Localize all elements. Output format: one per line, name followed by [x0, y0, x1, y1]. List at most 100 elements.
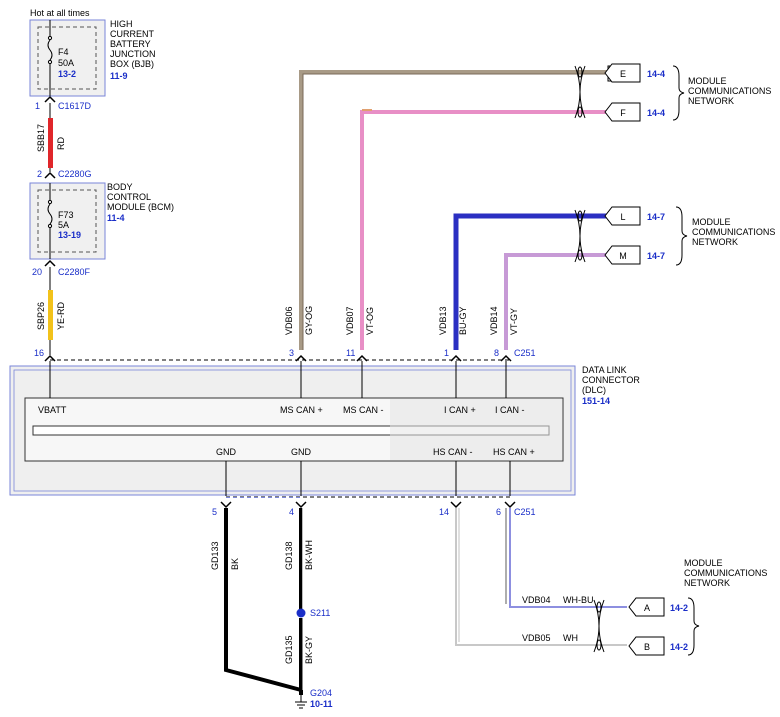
wire-sbb17-circuit: SBB17 [36, 124, 46, 152]
network-label-3-line-3: NETWORK [684, 578, 730, 588]
fuse-f73-name: F73 [58, 210, 74, 220]
dlc-name-line-2: CONNECTOR [582, 375, 640, 385]
flag-l-ref[interactable]: 14-7 [647, 212, 665, 222]
dlc-top-pin-11: 11 [346, 348, 355, 358]
c2280g-pin: 2 [37, 169, 42, 179]
dlc-bottom-pin-5: 5 [212, 507, 217, 517]
c2280g-connector-icon [44, 171, 56, 179]
flag-e-letter: E [620, 69, 626, 79]
wire-sbp26-color: YE-RD [56, 301, 66, 330]
flag-b-ref[interactable]: 14-2 [670, 642, 688, 652]
fuse-f4-rating: 50A [58, 58, 74, 68]
network-label-3-line-1: MODULE [684, 558, 723, 568]
network-bracket [672, 65, 685, 121]
c2280f-name: C2280F [58, 267, 91, 277]
wire-vdb04-color: WH-BU [563, 595, 594, 605]
bcm-name-line-2: CONTROL [107, 192, 151, 202]
fuse-f4-ref[interactable]: 13-2 [58, 69, 76, 79]
flag-e-ref[interactable]: 14-4 [647, 69, 665, 79]
splice-s211-name: S211 [310, 608, 330, 618]
flag-f[interactable]: F [604, 102, 641, 122]
dlc-label-i-can-minus: I CAN - [495, 405, 525, 415]
fuse-f73-rating: 5A [58, 220, 69, 230]
bjb-ref[interactable]: 11-9 [110, 71, 128, 81]
splice-s211-icon [296, 608, 306, 618]
bjb-name-line-2: CURRENT [110, 29, 155, 39]
flag-l-letter: L [620, 212, 625, 222]
network-label-2-line-1: MODULE [692, 217, 731, 227]
dlc-top-pin-3: 3 [289, 348, 294, 358]
wire-vdb07-circuit: VDB07 [345, 306, 355, 335]
flag-b-letter: B [644, 642, 650, 652]
wire-vdb04-circuit: VDB04 [522, 595, 551, 605]
wire-gd135-circuit: GD135 [284, 635, 294, 664]
twisted-pair-icon [574, 209, 586, 263]
flag-m[interactable]: M [604, 245, 641, 265]
dlc-bottom-pin-4: 4 [289, 507, 294, 517]
c1617d-name: C1617D [58, 101, 92, 111]
dlc-bottom-pin-6: 6 [496, 507, 501, 517]
dlc-top-pin-8: 8 [494, 348, 499, 358]
bcm-box [29, 182, 106, 260]
dlc-top-pin-connectors [44, 340, 512, 362]
wire-gd133-circuit: GD133 [210, 541, 220, 570]
wire-vdb13-color: BU-GY [458, 306, 468, 335]
ground-g204-name: G204 [310, 688, 332, 698]
c1617d-pin: 1 [35, 101, 40, 111]
wire-vdb07-color: VT-OG [365, 307, 375, 335]
flag-b[interactable]: B [628, 636, 665, 656]
network-label-1-line-2: COMMUNICATIONS [688, 86, 771, 96]
wire-vdb13-circuit: VDB13 [438, 306, 448, 335]
ground-g204-ref[interactable]: 10-11 [310, 699, 333, 709]
wire-vdb06-color: GY-OG [304, 306, 314, 335]
flag-a-letter: A [644, 603, 650, 613]
bcm-name-line-1: BODY [107, 182, 133, 192]
dlc-ref[interactable]: 151-14 [582, 396, 610, 406]
ground-icon [295, 695, 307, 709]
fuse-f73-ref[interactable]: 13-19 [58, 230, 81, 240]
flag-a-ref[interactable]: 14-2 [670, 603, 688, 613]
flag-f-ref[interactable]: 14-4 [647, 108, 665, 118]
wire-vdb13 [453, 213, 608, 350]
dlc-bottom-pin-14: 14 [439, 507, 449, 517]
flag-e[interactable]: E [604, 63, 641, 83]
bjb-name-line-3: BATTERY [110, 39, 151, 49]
c2280f-pin: 20 [32, 267, 42, 277]
bcm-name-line-3: MODULE (BCM) [107, 202, 174, 212]
wire-vdb14-circuit: VDB14 [489, 306, 499, 335]
c2280f-connector-icon [44, 259, 56, 267]
bjb-inner-box [37, 26, 97, 90]
bjb-name-line-5: BOX (BJB) [110, 59, 154, 69]
dlc-label-hs-can-plus: HS CAN + [493, 447, 535, 457]
wire-sbb17-color: RD [56, 137, 66, 150]
flag-a[interactable]: A [628, 597, 665, 617]
dlc-label-vbatt: VBATT [38, 405, 67, 415]
dlc-label-ms-can-minus: MS CAN - [343, 405, 384, 415]
wire-vdb14 [504, 253, 608, 350]
dlc-label-gnd-2: GND [291, 447, 312, 457]
fuse-f4-name: F4 [58, 47, 69, 57]
bjb-name-line-4: JUNCTION [110, 49, 156, 59]
dlc-top-pin-1: 1 [444, 348, 449, 358]
dlc-label-ms-can-plus: MS CAN + [280, 405, 323, 415]
c2280g-name: C2280G [58, 169, 92, 179]
dlc-top-pin-16: 16 [34, 348, 44, 358]
dlc-name-line-3: (DLC) [582, 385, 606, 395]
flag-f-letter: F [620, 108, 626, 118]
dlc-label-hs-can-minus: HS CAN - [433, 447, 473, 457]
bcm-inner-box [37, 189, 97, 253]
bcm-ref[interactable]: 11-4 [107, 213, 125, 223]
wire-sbp26 [48, 290, 53, 340]
wire-sbp26-circuit: SBP26 [36, 302, 46, 330]
dlc-bottom-pin-connectors [220, 501, 516, 509]
dlc-label-gnd-1: GND [216, 447, 237, 457]
dlc-label-i-can-plus: I CAN + [444, 405, 476, 415]
flag-m-letter: M [619, 251, 627, 261]
wire-vdb06 [299, 70, 608, 350]
fuse-f73-symbol [47, 183, 53, 259]
wire-vdb05-circuit: VDB05 [522, 633, 551, 643]
flag-l[interactable]: L [604, 206, 641, 226]
flag-m-ref[interactable]: 14-7 [647, 251, 665, 261]
network-label-1-line-3: NETWORK [688, 96, 734, 106]
wire-vdb14-color: VT-GY [509, 308, 519, 335]
